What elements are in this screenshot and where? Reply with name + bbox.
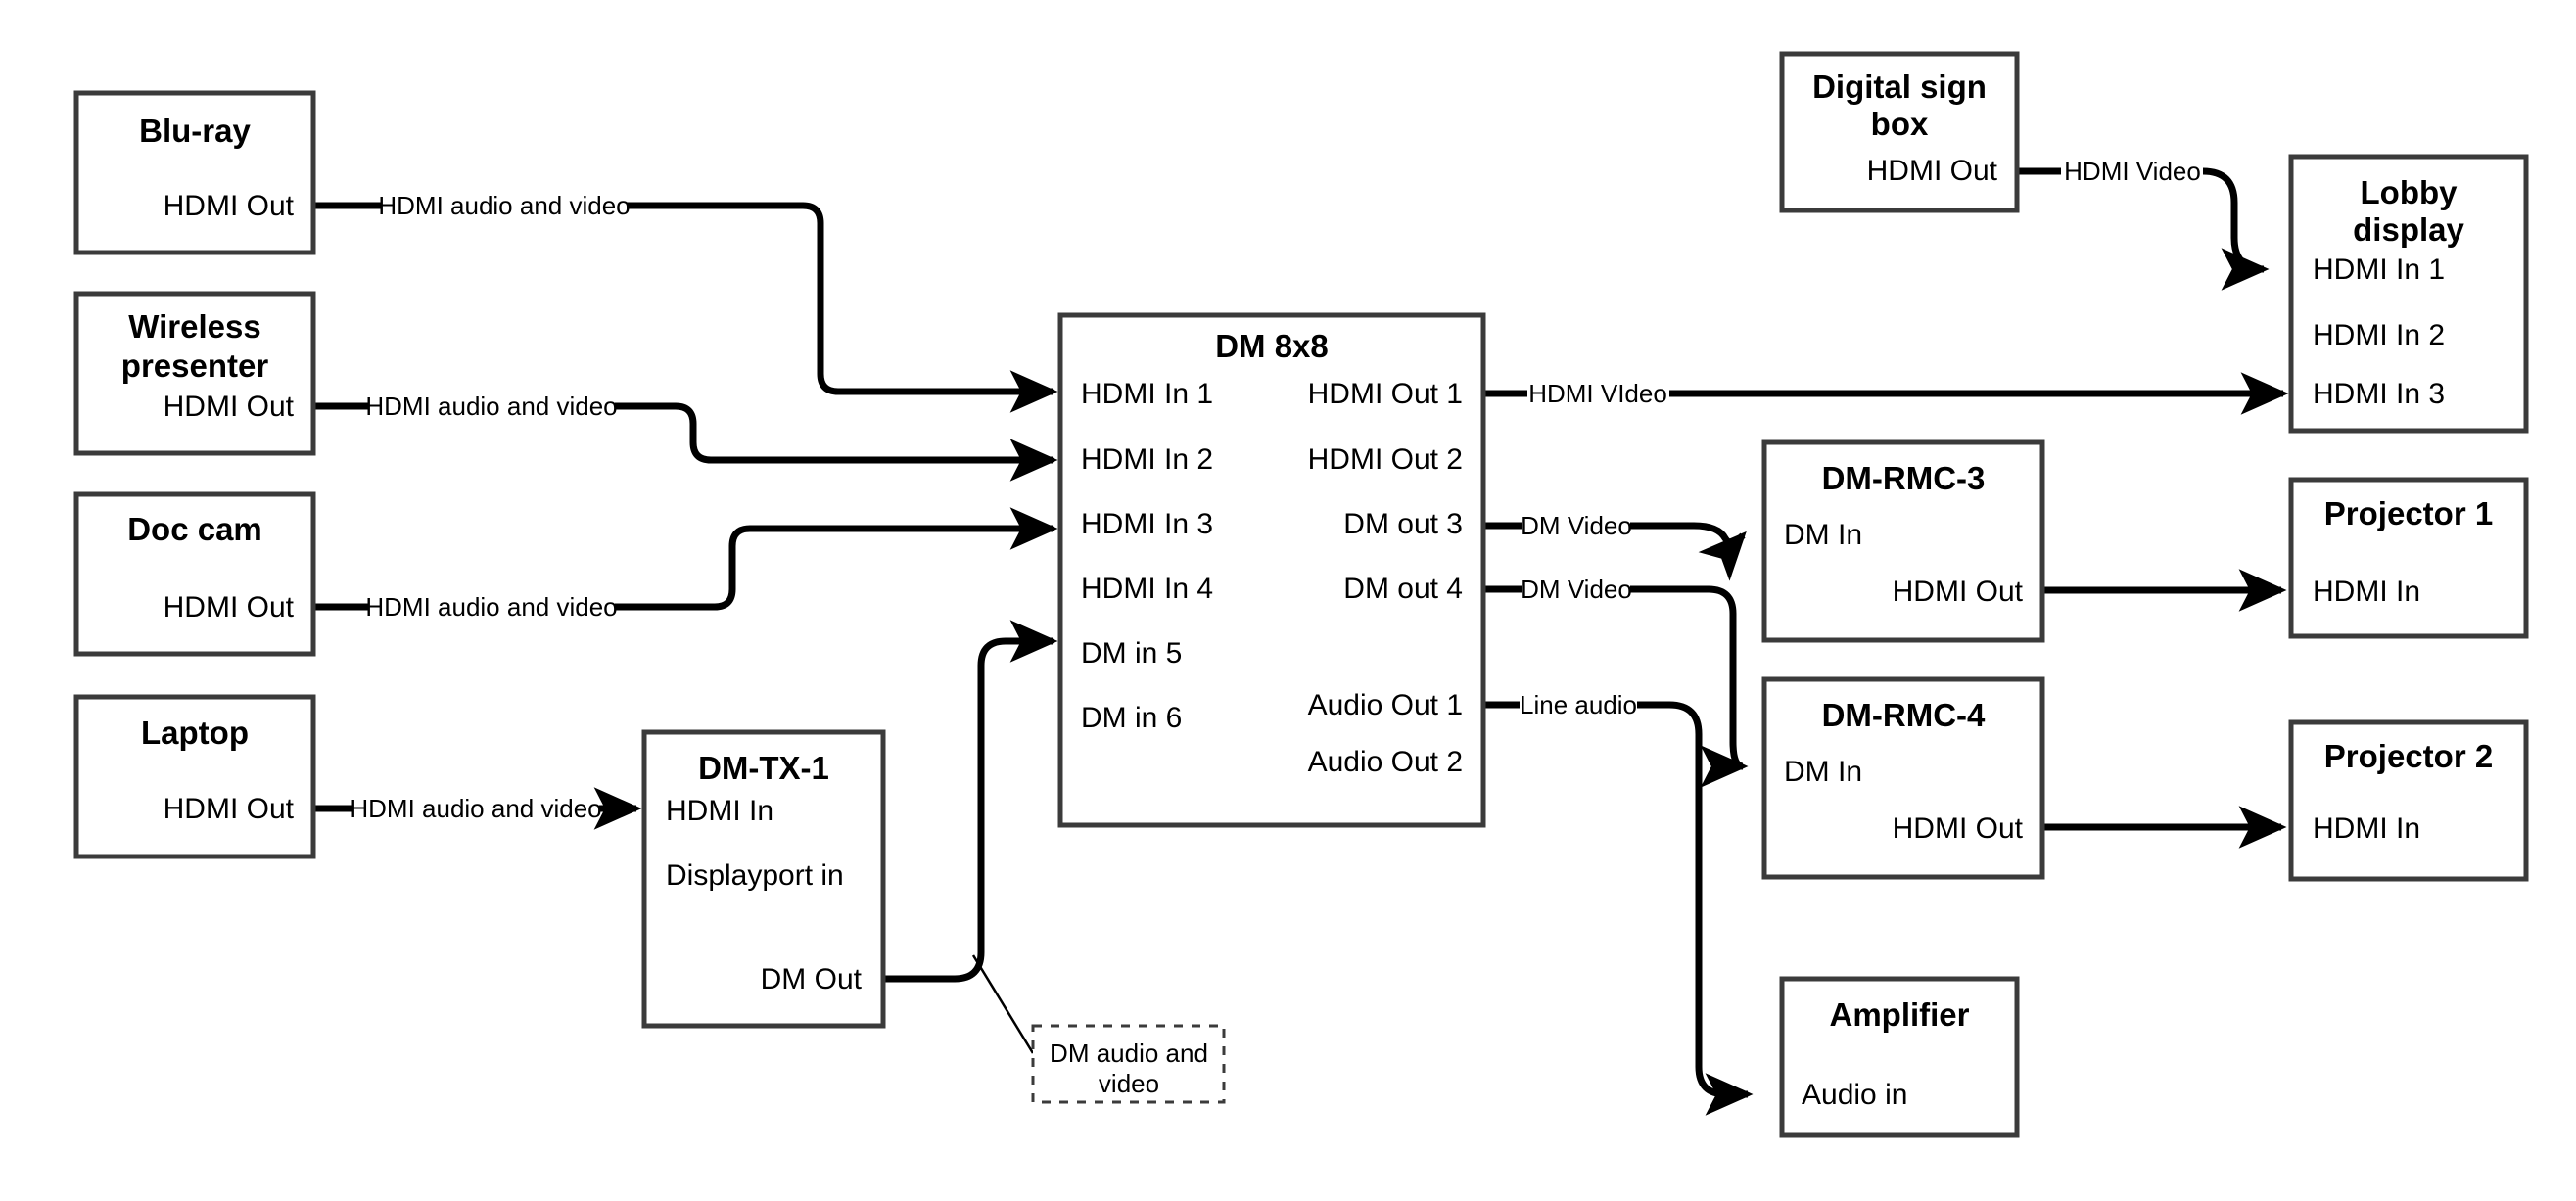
note-dm-audio-video-box: [1031, 1024, 1226, 1104]
edge-doccam-to-dm-in3: [313, 529, 1053, 611]
note-dm-audio-video-line2: video: [1099, 1069, 1159, 1098]
port-dm-8x8-dm-in-6: DM in 6: [1081, 702, 1182, 734]
port-dm-rmc-4-hdmi-out: HDMI Out: [1893, 812, 2024, 845]
node-doc-cam[interactable]: Doc cam HDMI Out: [73, 491, 316, 657]
edge-label-hdmi-video-lobby: HDMI VIdeo: [1528, 379, 1667, 408]
edge-wireless-to-dm-in2: [313, 402, 1053, 460]
node-lobby-display-box: [2288, 154, 2529, 434]
port-doc-cam-hdmi-out: HDMI Out: [164, 591, 295, 624]
port-dm-8x8-dm-out-3: DM out 3: [1343, 508, 1463, 540]
node-laptop-title: Laptop: [141, 715, 249, 751]
edge-dm-out3-to-rmc3: [1483, 526, 1743, 542]
node-dm-tx-1[interactable]: DM-TX-1 HDMI In Displayport in DM Out: [641, 729, 886, 1029]
edge-label-bluray: HDMI audio and video: [378, 191, 630, 220]
port-lobby-display-hdmi-in-2: HDMI In 2: [2313, 319, 2445, 351]
node-amplifier[interactable]: Amplifier Audio in: [1779, 976, 2020, 1138]
port-dm-rmc-4-dm-in: DM In: [1784, 756, 1862, 788]
port-dm-tx-1-hdmi-in: HDMI In: [666, 795, 773, 827]
port-amplifier-audio-in: Audio in: [1802, 1079, 1907, 1111]
port-dm-rmc-3-dm-in: DM In: [1784, 519, 1862, 551]
port-dm-8x8-dm-in-5: DM in 5: [1081, 637, 1182, 670]
node-wireless-presenter-title-line1: Wireless: [128, 308, 260, 345]
node-projector-2-title: Projector 2: [2324, 738, 2493, 774]
edge-dm-audioout1-to-amp: [1483, 701, 1748, 1094]
port-dm-8x8-hdmi-out-1: HDMI Out 1: [1308, 378, 1463, 410]
node-dm-tx-1-title: DM-TX-1: [698, 750, 829, 786]
edge-sign-to-lobby1: [2017, 167, 2264, 269]
node-dm-8x8[interactable]: DM 8x8 HDMI In 1 HDMI In 2 HDMI In 3 HDM…: [1057, 312, 1486, 828]
port-dm-tx-1-displayport-in: Displayport in: [666, 859, 844, 892]
node-doc-cam-title: Doc cam: [127, 511, 262, 547]
note-leader-line: [971, 954, 1035, 1054]
node-dm-8x8-title: DM 8x8: [1215, 328, 1329, 364]
port-laptop-hdmi-out: HDMI Out: [164, 793, 295, 825]
node-lobby-display-title-line2: display: [2353, 211, 2464, 248]
port-dm-tx-1-dm-out: DM Out: [761, 963, 863, 995]
node-digital-sign-box-title-line1: Digital sign: [1812, 69, 1987, 105]
edge-label-wireless: HDMI audio and video: [365, 392, 617, 421]
node-doc-cam-box: [73, 491, 316, 657]
node-wireless-presenter-title-line2: presenter: [121, 347, 269, 384]
node-dm-8x8-box: [1057, 312, 1486, 828]
port-blu-ray-hdmi-out: HDMI Out: [164, 190, 295, 222]
edge-dm-out4-to-rmc4: [1483, 585, 1743, 766]
node-laptop[interactable]: Laptop HDMI Out: [73, 694, 316, 859]
node-projector-1-box: [2288, 477, 2529, 639]
edge-label-dm-video-3: DM Video: [1521, 511, 1632, 540]
port-dm-8x8-hdmi-in-2: HDMI In 2: [1081, 443, 1213, 476]
node-dm-rmc-3-title: DM-RMC-3: [1822, 460, 1986, 496]
node-digital-sign-box-box: [1779, 51, 2020, 213]
port-projector-1-hdmi-in: HDMI In: [2313, 576, 2420, 608]
node-dm-rmc-3-box: [1761, 439, 2045, 643]
port-digital-sign-box-hdmi-out: HDMI Out: [1867, 155, 1998, 187]
edge-dmtx1-to-dm-in5: [883, 620, 1058, 983]
edge-label-hdmi-video-sign: HDMI Video: [2064, 157, 2201, 186]
edge-layer: HDMI audio and video HDMI audio and vide…: [313, 157, 2283, 1094]
node-amplifier-title: Amplifier: [1829, 996, 1969, 1033]
port-lobby-display-hdmi-in-1: HDMI In 1: [2313, 254, 2445, 286]
note-dm-audio-video-line1: DM audio and: [1050, 1039, 1208, 1068]
port-dm-8x8-hdmi-in-1: HDMI In 1: [1081, 378, 1213, 410]
node-wireless-presenter[interactable]: Wireless presenter HDMI Out: [73, 291, 316, 456]
port-dm-8x8-hdmi-in-3: HDMI In 3: [1081, 508, 1213, 540]
node-dm-rmc-4-title: DM-RMC-4: [1822, 697, 1986, 733]
node-blu-ray-title: Blu-ray: [139, 113, 251, 149]
node-dm-rmc-4-box: [1761, 676, 2045, 880]
port-lobby-display-hdmi-in-3: HDMI In 3: [2313, 378, 2445, 410]
edge-label-line-audio: Line audio: [1520, 690, 1637, 719]
node-wireless-presenter-box: [73, 291, 316, 456]
port-wireless-presenter-hdmi-out: HDMI Out: [164, 391, 295, 423]
node-projector-1[interactable]: Projector 1 HDMI In: [2288, 477, 2529, 639]
port-dm-8x8-dm-out-4: DM out 4: [1343, 573, 1463, 605]
edge-bluray-to-dm-in1: [313, 202, 1053, 392]
node-digital-sign-box-title-line2: box: [1871, 106, 1929, 142]
node-digital-sign-box[interactable]: Digital sign box HDMI Out: [1779, 51, 2020, 213]
port-dm-8x8-audio-out-2: Audio Out 2: [1308, 746, 1463, 778]
port-dm-8x8-audio-out-1: Audio Out 1: [1308, 689, 1463, 721]
node-dm-tx-1-box: [641, 729, 886, 1029]
edge-label-doccam: HDMI audio and video: [365, 592, 617, 622]
note-dm-audio-video: DM audio and video: [1031, 1024, 1226, 1104]
node-projector-2-box: [2288, 719, 2529, 882]
node-lobby-display-title-line1: Lobby: [2361, 174, 2459, 210]
node-blu-ray-box: [73, 90, 316, 255]
node-laptop-box: [73, 694, 316, 859]
node-dm-rmc-4[interactable]: DM-RMC-4 DM In HDMI Out: [1761, 676, 2045, 880]
edge-label-dm-video-4: DM Video: [1521, 575, 1632, 604]
node-projector-2[interactable]: Projector 2 HDMI In: [2288, 719, 2529, 882]
edge-label-laptop: HDMI audio and video: [350, 794, 601, 823]
port-dm-8x8-hdmi-in-4: HDMI In 4: [1081, 573, 1213, 605]
node-dm-rmc-3[interactable]: DM-RMC-3 DM In HDMI Out: [1761, 439, 2045, 643]
node-blu-ray[interactable]: Blu-ray HDMI Out: [73, 90, 316, 255]
node-lobby-display[interactable]: Lobby display HDMI In 1 HDMI In 2 HDMI I…: [2288, 154, 2529, 434]
node-projector-1-title: Projector 1: [2324, 495, 2493, 531]
port-dm-8x8-hdmi-out-2: HDMI Out 2: [1308, 443, 1463, 476]
port-dm-rmc-3-hdmi-out: HDMI Out: [1893, 576, 2024, 608]
node-amplifier-box: [1779, 976, 2020, 1138]
port-projector-2-hdmi-in: HDMI In: [2313, 812, 2420, 845]
